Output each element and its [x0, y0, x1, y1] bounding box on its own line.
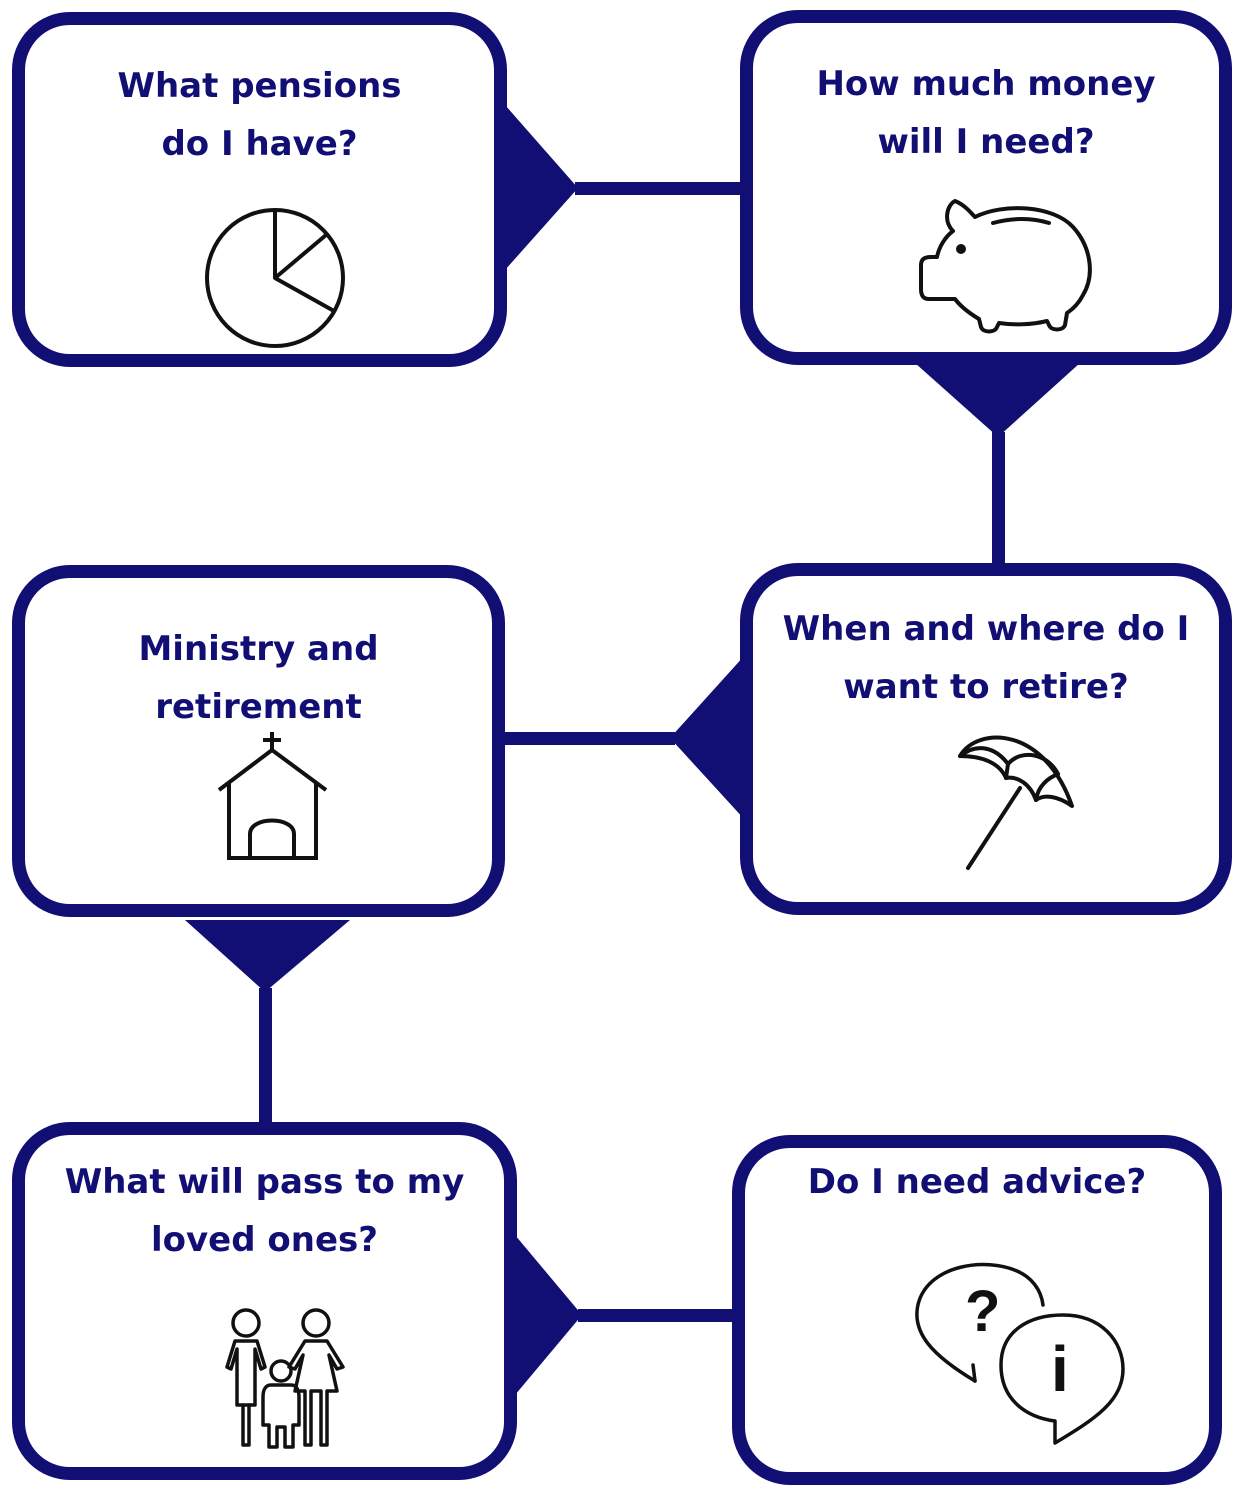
card-retire: When and where do I want to retire? [740, 563, 1232, 915]
card-title-line: When and where do I [782, 609, 1190, 649]
card-title: How much money will I need? [753, 55, 1219, 171]
card-title: Do I need advice? [745, 1153, 1209, 1211]
card-title-line: want to retire? [843, 667, 1129, 707]
card-ministry: Ministry and retirement [12, 565, 505, 917]
connector-line-legacy-to-advice [578, 1309, 743, 1322]
card-title: What will pass to my loved ones? [25, 1153, 504, 1269]
card-title: Ministry and retirement [25, 620, 492, 736]
card-title-line: loved ones? [151, 1220, 378, 1260]
connector-arrow-ministry-to-legacy [185, 920, 350, 992]
family-icon [213, 1305, 348, 1450]
card-title-line: What will pass to my [64, 1162, 465, 1202]
question-mark-glyph: ? [965, 1279, 1000, 1344]
info-glyph: i [1051, 1333, 1069, 1405]
connector-arrow-legacy-to-advice [515, 1235, 582, 1395]
question-info-speech-bubbles-icon: ? i [905, 1253, 1130, 1445]
pie-chart-icon [202, 205, 348, 351]
card-title-line: How much money [816, 64, 1156, 104]
card-advice: Do I need advice? ? i [732, 1135, 1222, 1485]
connector-line-retire-to-ministry [500, 732, 675, 745]
connector-arrow-retire-to-ministry [670, 655, 745, 820]
connector-line-money-to-retire [992, 432, 1005, 572]
card-legacy: What will pass to my loved ones? [12, 1122, 517, 1480]
card-title-line: retirement [155, 687, 362, 727]
church-icon [215, 728, 330, 863]
beach-umbrella-icon [948, 726, 1078, 871]
connector-arrow-pensions-to-money [505, 105, 578, 270]
card-title-line: will I need? [877, 122, 1095, 162]
card-title: When and where do I want to retire? [753, 600, 1219, 716]
card-money: How much money will I need? [740, 10, 1232, 365]
connector-line-pensions-to-money [575, 182, 750, 195]
piggy-bank-icon [913, 191, 1093, 341]
card-title-line: Ministry and [138, 629, 379, 669]
connector-arrow-money-to-retire [915, 363, 1080, 437]
connector-line-ministry-to-legacy [259, 988, 272, 1128]
card-title-line: What pensions [117, 66, 402, 106]
card-title-line: do I have? [161, 124, 358, 164]
card-pensions: What pensions do I have? [12, 12, 507, 367]
card-title-line: Do I need advice? [807, 1162, 1147, 1202]
card-title: What pensions do I have? [25, 57, 494, 173]
